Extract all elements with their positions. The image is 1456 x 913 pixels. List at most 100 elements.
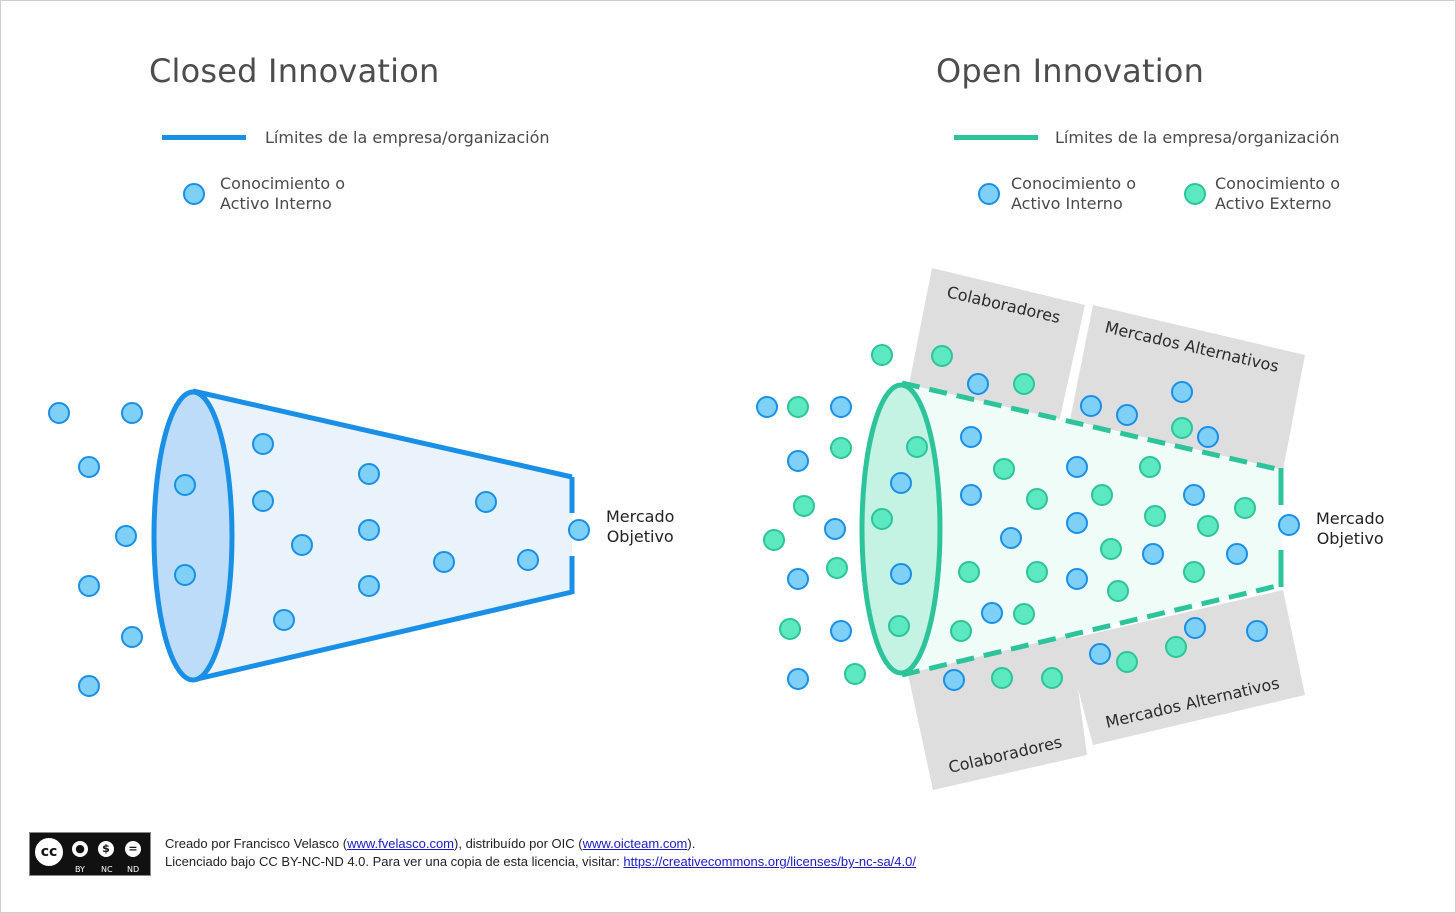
closed-funnel-top-edge [192, 388, 573, 480]
closed-market-line2: Objetivo [606, 527, 674, 546]
badge-nd-label: ND [127, 865, 140, 874]
closed-internal-dot [78, 575, 100, 597]
open-legend-external-dot [1184, 183, 1206, 205]
open-internal-dot [787, 450, 809, 472]
closed-internal-dot [48, 402, 70, 424]
closed-internal-dot [273, 609, 295, 631]
open-internal-dot [1066, 512, 1088, 534]
open-external-dot [787, 396, 809, 418]
open-external-dot [793, 495, 815, 517]
closed-internal-dot [433, 551, 455, 573]
closed-internal-dot [174, 564, 196, 586]
open-internal-dot [1000, 527, 1022, 549]
open-internal-dot [960, 426, 982, 448]
open-external-dot [779, 618, 801, 640]
open-legend-external-line1: Conocimiento o [1215, 174, 1341, 193]
open-internal-dot [1066, 568, 1088, 590]
open-internal-dot [890, 472, 912, 494]
closed-internal-dot [358, 575, 380, 597]
open-internal-dot [943, 669, 965, 691]
open-internal-dot [1142, 543, 1164, 565]
open-external-dot [931, 345, 953, 367]
closed-internal-dot [115, 525, 137, 547]
open-external-dot [888, 615, 910, 637]
open-external-dot [844, 663, 866, 685]
closed-legend-internal-dot [183, 183, 205, 205]
open-internal-dot [1197, 426, 1219, 448]
open-internal-dot [981, 602, 1003, 624]
closed-market-line1: Mercado [606, 507, 675, 526]
open-internal-dot [787, 568, 809, 590]
footer-line2: Licenciado bajo CC BY-NC-ND 4.0. Para ve… [165, 853, 916, 871]
closed-market-label: Mercado Objetivo [606, 507, 674, 547]
footer-line1-mid: ), distribuído por OIC ( [454, 836, 583, 851]
closed-legend-boundary-line [162, 135, 246, 140]
closed-legend-internal-line1: Conocimiento o [220, 174, 346, 193]
closed-innovation-title: Closed Innovation [149, 52, 440, 90]
fvelasco-link[interactable]: www.fvelasco.com [347, 836, 455, 851]
region-bottom-right [1065, 590, 1305, 745]
open-market-label: Mercado Objetivo [1316, 509, 1384, 549]
open-external-dot [763, 529, 785, 551]
noderivatives-icon: = [123, 839, 143, 859]
open-external-dot [1183, 561, 1205, 583]
open-external-dot [1197, 515, 1219, 537]
open-external-dot [826, 557, 848, 579]
open-internal-dot [1184, 617, 1206, 639]
open-external-dot [1013, 373, 1035, 395]
open-external-dot [1234, 497, 1256, 519]
open-external-dot [958, 561, 980, 583]
closed-internal-dot [358, 519, 380, 541]
closed-internal-dot [475, 491, 497, 513]
oicteam-link[interactable]: www.oicteam.com [582, 836, 688, 851]
open-external-dot [991, 667, 1013, 689]
open-external-dot [1091, 484, 1113, 506]
closed-internal-dot [121, 402, 143, 424]
open-legend-external-label: Conocimiento o Activo Externo [1215, 174, 1340, 214]
closed-funnel-mouth [151, 389, 235, 683]
closed-legend-internal-label: Conocimiento o Activo Interno [220, 174, 345, 214]
footer-line1: Creado por Francisco Velasco (www.fvelas… [165, 835, 916, 853]
closed-internal-dot [517, 549, 539, 571]
closed-funnel-body [193, 391, 572, 680]
open-legend-boundary-label: Límites de la empresa/organización [1055, 128, 1340, 147]
open-external-dot [1171, 417, 1193, 439]
closed-internal-dot [358, 463, 380, 485]
open-internal-dot [787, 668, 809, 690]
footer-line1-pre: Creado por Francisco Velasco ( [165, 836, 348, 851]
open-internal-dot [890, 563, 912, 585]
open-external-dot [1013, 603, 1035, 625]
open-legend-internal-line2: Activo Interno [1011, 194, 1123, 213]
open-legend-internal-label: Conocimiento o Activo Interno [1011, 174, 1136, 214]
license-link[interactable]: https://creativecommons.org/licenses/by-… [623, 854, 916, 869]
open-internal-dot [1226, 543, 1248, 565]
open-external-dot [1026, 488, 1048, 510]
open-external-dot [1139, 456, 1161, 478]
open-external-dot [1116, 651, 1138, 673]
cc-license-badge[interactable]: cc ● $ = BY NC ND [29, 832, 151, 876]
open-external-dot [1100, 538, 1122, 560]
open-funnel-bottom-edge [901, 582, 1282, 678]
open-external-dot [871, 344, 893, 366]
open-internal-dot [830, 620, 852, 642]
open-legend-internal-dot [978, 183, 1000, 205]
open-external-dot [830, 437, 852, 459]
open-external-dot [1041, 667, 1063, 689]
closed-internal-dot [121, 626, 143, 648]
open-internal-dot [756, 396, 778, 418]
noncommercial-icon: $ [96, 839, 116, 859]
open-external-dot [906, 436, 928, 458]
open-funnel-body [902, 383, 1281, 675]
open-external-dot [1165, 636, 1187, 658]
closed-internal-dot [252, 490, 274, 512]
closed-internal-dot [291, 534, 313, 556]
closed-funnel-bottom-edge [192, 589, 573, 683]
footer-line2-pre: Licenciado bajo CC BY-NC-ND 4.0. Para ve… [165, 854, 624, 869]
closed-internal-dot [568, 519, 590, 541]
open-internal-dot [1171, 381, 1193, 403]
open-internal-dot [1183, 484, 1205, 506]
open-market-line1: Mercado [1316, 509, 1385, 528]
open-external-dot [1026, 561, 1048, 583]
open-funnel-top-edge [901, 380, 1282, 473]
badge-by-label: BY [75, 865, 85, 874]
